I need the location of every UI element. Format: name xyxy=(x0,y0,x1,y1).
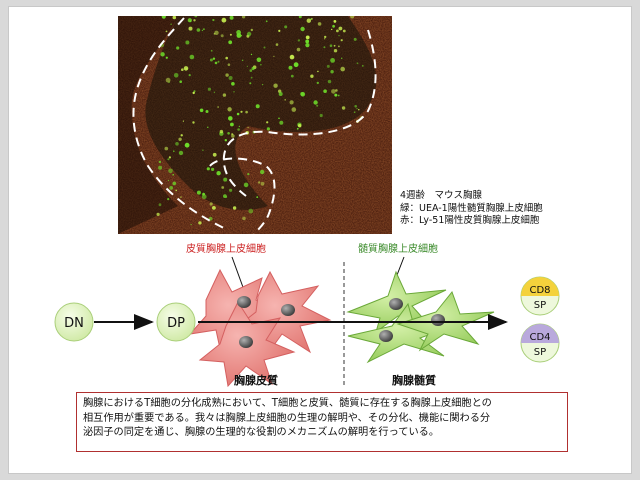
legend-line-2: 緑：UEA-1陽性髄質胸腺上皮細胞 xyxy=(400,202,543,214)
cd8-sp-cell: CD8 SP xyxy=(520,276,560,316)
micrograph-image xyxy=(118,16,392,234)
cortical-epithelial-cells xyxy=(188,268,332,388)
cortical-cell-label: 皮質胸腺上皮細胞 xyxy=(186,242,266,255)
description-line-3: 泌因子の同定を通じ、胸腺の生理的な役割のメカニズムの解明を行っている。 xyxy=(83,427,440,438)
cd8-label: CD8 xyxy=(529,285,550,296)
cortical-label-pointer xyxy=(231,256,245,291)
description-line-1: 胸腺におけるT細胞の分化成熟において、T細胞と皮質、髄質に存在する胸腺上皮細胞と… xyxy=(83,398,492,409)
cd4-sp-cell: CD4 SP xyxy=(520,323,560,363)
dp-label: DP xyxy=(167,316,185,331)
legend-line-3: 赤：Ly-51陽性皮質胸腺上皮細胞 xyxy=(400,215,540,226)
description-box: 胸腺におけるT細胞の分化成熟において、T細胞と皮質、髄質に存在する胸腺上皮細胞と… xyxy=(76,392,568,452)
cd4-sp-label: SP xyxy=(534,347,546,358)
cd8-sp-label: SP xyxy=(534,300,546,311)
dn-cell: DN xyxy=(54,302,94,342)
medullary-epithelial-cells xyxy=(346,270,495,364)
cortex-label: 胸腺皮質 xyxy=(234,373,278,387)
cd4-label: CD4 xyxy=(529,332,550,343)
medulla-label: 胸腺髄質 xyxy=(392,373,436,387)
description-line-2: 相互作用が重要である。我々は胸腺上皮細胞の生理の解明や、その分化、機能に関わる分 xyxy=(83,412,491,424)
micrograph-legend: 4週齢 マウス胸腺 緑：UEA-1陽性髄質胸腺上皮細胞 赤：Ly-51陽性皮質胸… xyxy=(400,190,543,228)
dp-cell: DP xyxy=(156,302,196,342)
legend-line-1: 4週齢 マウス胸腺 xyxy=(400,190,483,201)
dn-label: DN xyxy=(64,316,84,331)
medullary-cell-label: 髄質胸腺上皮細胞 xyxy=(358,242,438,255)
micrograph-green-signal xyxy=(156,16,364,226)
